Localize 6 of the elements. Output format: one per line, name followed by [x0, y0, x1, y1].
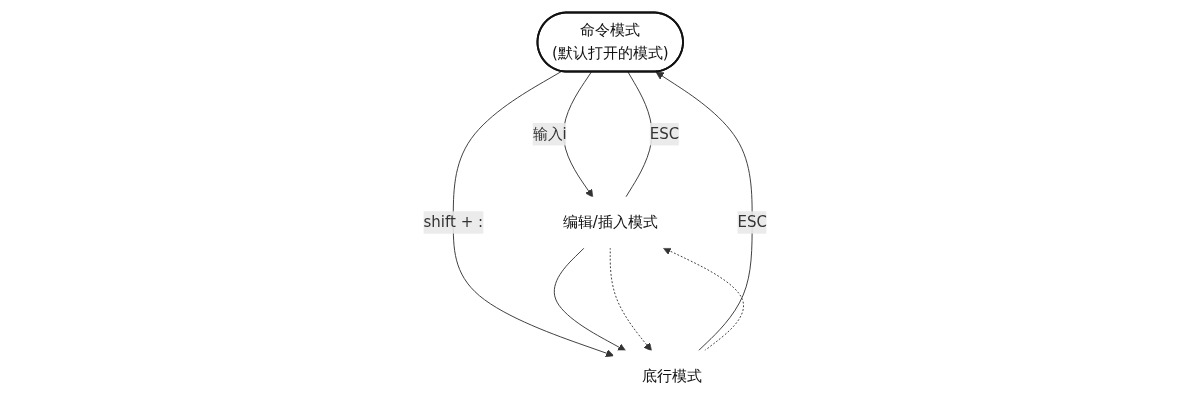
edge-label: 输入i: [532, 124, 567, 143]
node-text: 编辑/插入模式: [562, 213, 658, 231]
edge-label: ESC: [649, 124, 679, 143]
edge-label: ESC: [737, 213, 767, 231]
node-text: 底行模式: [641, 366, 702, 385]
edge-label: shift + :: [423, 213, 483, 231]
